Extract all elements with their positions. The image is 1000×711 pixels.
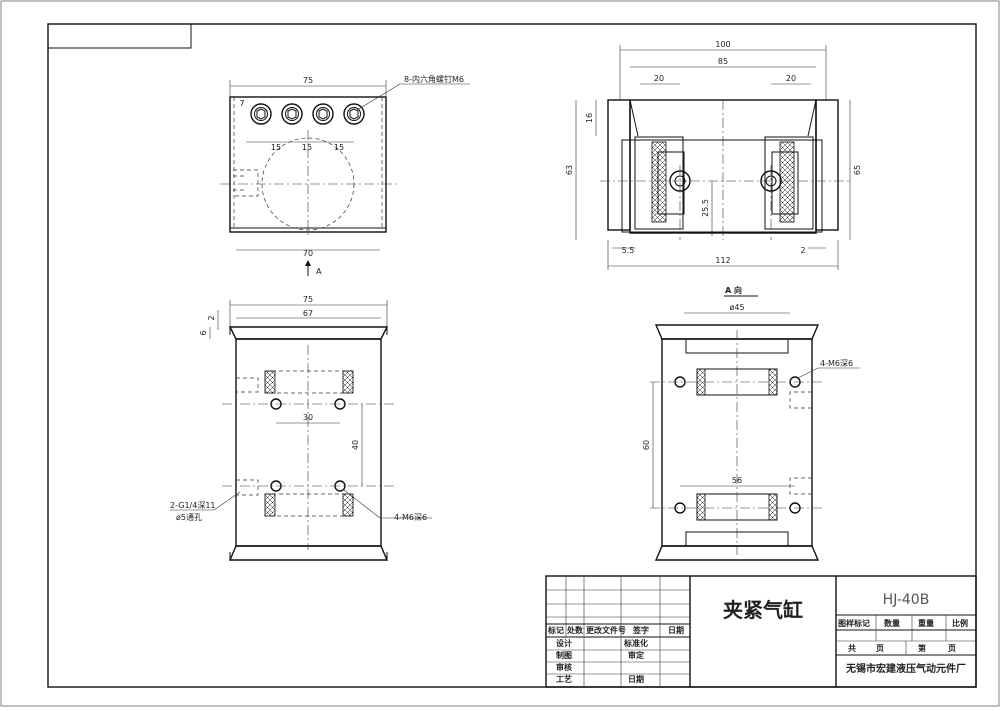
note-tapped-holes-a: 4-M6深6 [394,513,427,522]
tb-weight: 重量 [918,618,934,628]
tb-total-label: 共 [848,643,856,653]
tl-bolt-heads [250,103,365,125]
dim-tr-l20: 20 [654,74,664,83]
dim-tl-s3: 15 [334,143,344,152]
dim-br-60: 60 [642,440,651,450]
note-port-line1: 2-G1/4深11 [170,501,216,510]
view-a-label: A 向 [725,285,742,295]
tb-sheet-label: 第 [918,643,926,653]
dim-bl-6: 6 [199,330,208,335]
tb-quantity: 数量 [884,618,900,628]
company-name: 无锡市宏建液压气动元件厂 [845,662,966,675]
bottom-right-view: A 向 ø45 60 56 4-M6深6 [642,285,860,561]
part-name: 夹紧气缸 [723,598,803,622]
tb-review: 审核 [556,662,572,672]
dim-tr-55: 5.5 [622,246,635,255]
dim-tl-s2: 15 [302,143,312,152]
tb-date: 日期 [628,674,644,684]
dim-bl-67: 67 [303,309,313,318]
tb-rev-sign: 签字 [632,625,649,635]
tb-approve: 审定 [628,650,644,660]
tb-process: 工艺 [556,674,572,684]
tb-rev-docno: 更改文件号 [586,625,626,635]
tb-drafting: 制图 [556,650,572,660]
bottom-left-view: 75 67 2 6 30 40 2-G1/4深11 ø5通孔 4-M6深6 [170,295,432,561]
note-bolt: 8-内六角螺钉M6 [404,74,464,84]
title-block: 标记 处数 更改文件号 签字 日期 设计 制图 审核 工艺 标准化 审定 日期 … [545,575,977,688]
top-right-view: 100 85 20 20 63 16 65 25.5 5.5 2 112 [565,40,862,270]
note-tapped-holes-b: 4-M6深6 [820,359,853,368]
tb-total-unit: 页 [876,644,884,653]
note-port-line2: ø5通孔 [176,512,202,522]
dim-bl-30: 30 [303,413,313,422]
tr-right-flange [815,99,839,231]
dim-tr-top: 100 [715,40,730,49]
dim-tl-bottom: 70 [303,249,313,258]
dim-tr-2: 2 [800,246,805,255]
dim-tr-16: 16 [585,113,594,123]
dim-tr-right: 65 [853,165,862,175]
dim-tr-mid: 85 [718,57,728,66]
dim-tr-25: 25.5 [701,199,710,217]
tr-left-flange [607,99,631,231]
tb-rev-date: 日期 [668,625,684,635]
arrow-a-label: A [316,267,322,276]
tb-design: 设计 [556,638,572,648]
dim-tl-s1: 15 [271,143,281,152]
tb-sheet-unit: 页 [948,644,956,653]
top-left-view: 75 70 15 15 15 7 8-内六角螺钉M6 A [220,74,470,276]
dim-tr-left: 63 [565,165,574,175]
dim-bl-40: 40 [351,440,360,450]
dim-tr-r20: 20 [786,74,796,83]
dim-br-56: 56 [732,476,742,485]
tb-rev-mark: 标记 [547,625,564,635]
top-left-code-box [47,23,192,49]
tb-sample-mark: 图样标记 [838,618,870,628]
drawing-number: HJ-40B [883,592,930,608]
dim-tl-v: 7 [239,99,244,108]
dim-tr-bottom: 112 [715,256,730,265]
dim-bl-2: 2 [207,315,216,320]
dim-tl-top: 75 [303,76,313,85]
dim-br-45: ø45 [729,303,744,312]
tb-scale: 比例 [952,618,968,628]
dim-bl-75: 75 [303,295,313,304]
tb-rev-count: 处数 [566,625,584,635]
tb-standardization: 标准化 [623,638,648,648]
